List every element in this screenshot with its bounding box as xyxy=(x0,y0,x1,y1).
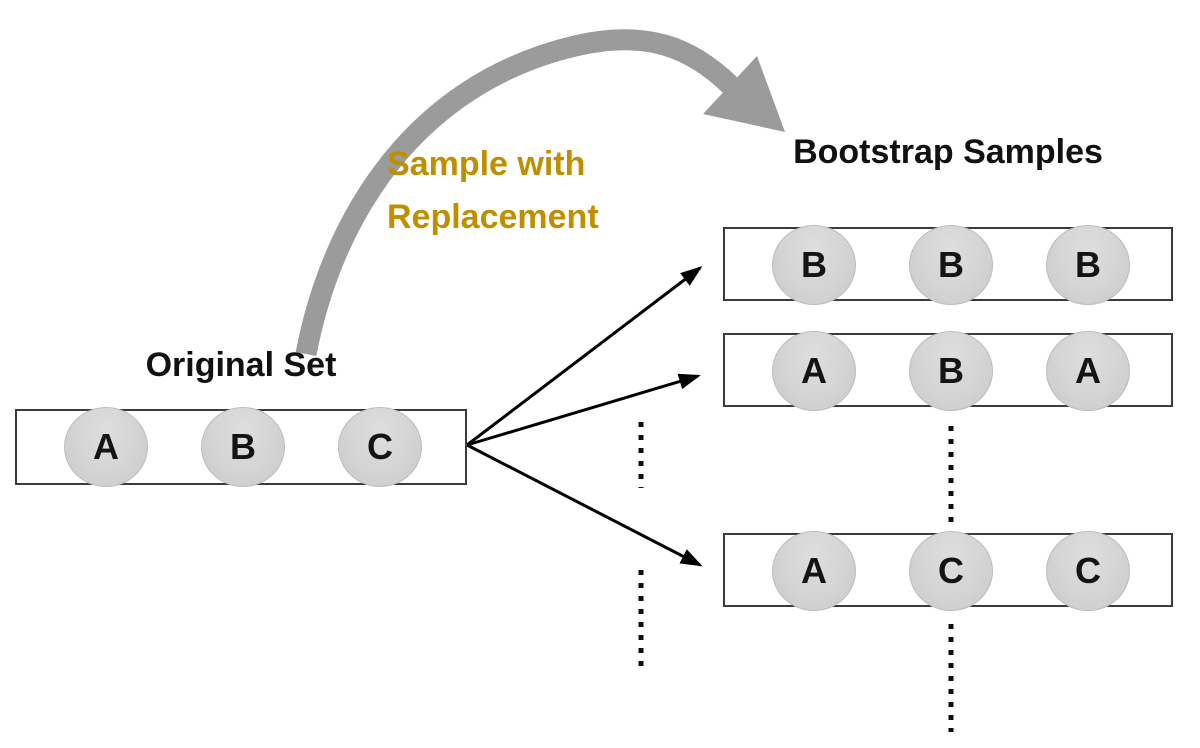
sample-item-label: A xyxy=(1075,350,1101,391)
sample-item-node: A xyxy=(1046,331,1130,411)
sample-with-replacement-label: Sample with Replacement xyxy=(387,138,687,243)
arrow-to-sample-2 xyxy=(466,373,701,447)
original-item-label: C xyxy=(367,426,393,467)
sample-item-label: B xyxy=(938,350,964,391)
sample-item-node: B xyxy=(909,225,993,305)
sample-item-label: B xyxy=(938,244,964,285)
curved-arrow-icon xyxy=(295,29,785,356)
sample-item-label: C xyxy=(938,550,964,591)
original-item-label: B xyxy=(230,426,256,467)
original-set-box: A B C xyxy=(15,407,467,487)
sample-item-label: C xyxy=(1075,550,1101,591)
original-item-label: A xyxy=(93,426,119,467)
annotation-line-1: Sample with xyxy=(387,145,586,183)
sample-item-label: B xyxy=(801,244,827,285)
annotation-line-2: Replacement xyxy=(387,197,599,236)
bootstrap-samples-title: Bootstrap Samples xyxy=(793,133,1103,171)
original-item-node: A xyxy=(64,407,148,487)
sample-item-label: A xyxy=(801,550,827,591)
original-set-title: Original Set xyxy=(145,346,337,384)
bootstrap-sample-box-2: A B A xyxy=(723,331,1173,411)
sample-item-node: A xyxy=(772,331,856,411)
bootstrap-sample-box-1: B B B xyxy=(723,225,1173,305)
sample-item-node: A xyxy=(772,531,856,611)
original-item-node: B xyxy=(201,407,285,487)
original-item-node: C xyxy=(338,407,422,487)
sample-item-label: A xyxy=(801,350,827,391)
sample-item-node: B xyxy=(772,225,856,305)
arrow-to-sample-1 xyxy=(466,266,703,447)
sample-item-node: B xyxy=(909,331,993,411)
sample-item-node: C xyxy=(1046,531,1130,611)
sample-item-label: B xyxy=(1075,244,1101,285)
bootstrap-sample-box-3: A C C xyxy=(723,531,1173,611)
sample-item-node: B xyxy=(1046,225,1130,305)
sample-item-node: C xyxy=(909,531,993,611)
arrow-to-sample-3 xyxy=(466,443,703,567)
